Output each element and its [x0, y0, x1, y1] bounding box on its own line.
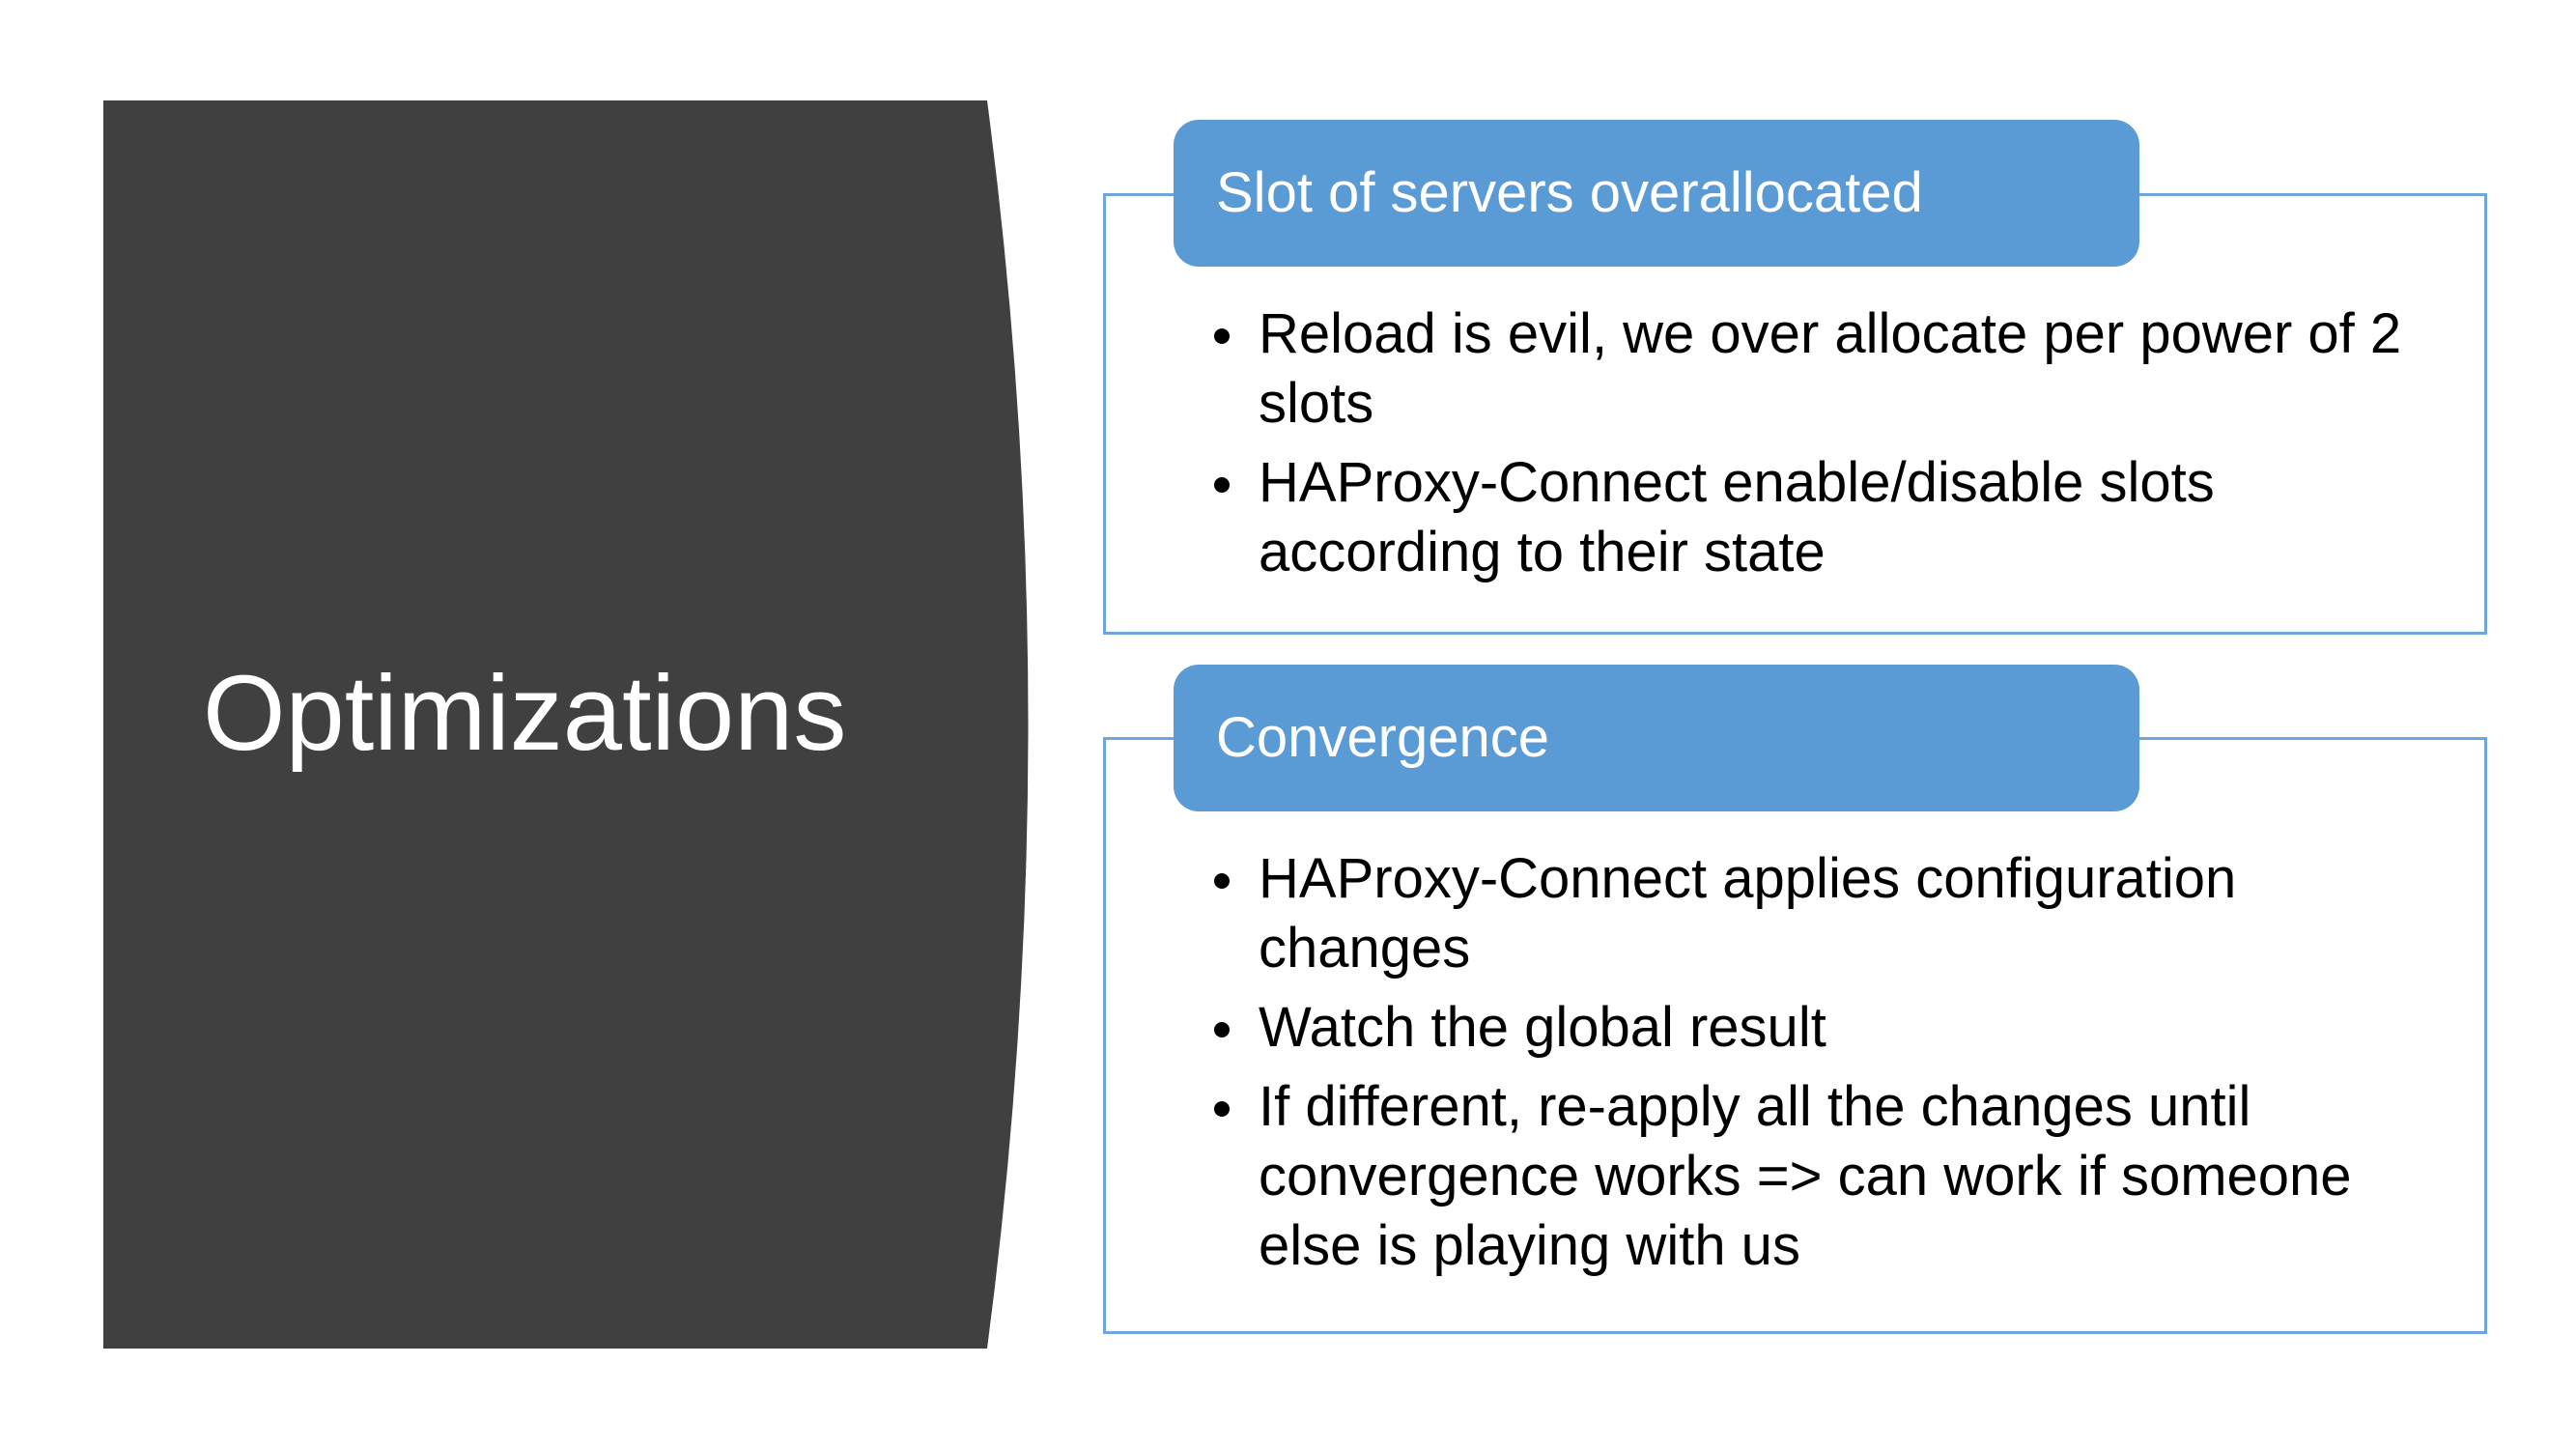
- bullet-text: HAProxy-Connect enable/disable slots acc…: [1259, 451, 2215, 583]
- bullet-text: Reload is evil, we over allocate per pow…: [1259, 302, 2402, 435]
- list-item: HAProxy-Connect applies configuration ch…: [1214, 844, 2450, 983]
- bullet-dot-icon: [1214, 1022, 1230, 1037]
- section-header-slots: Slot of servers overallocated: [1174, 120, 2139, 267]
- list-item: Watch the global result: [1214, 993, 2450, 1063]
- bullet-text: Watch the global result: [1259, 996, 1826, 1059]
- list-item: Reload is evil, we over allocate per pow…: [1214, 299, 2450, 439]
- section-box-convergence: [1103, 737, 2487, 1334]
- bullet-text: If different, re-apply all the changes u…: [1259, 1075, 2352, 1277]
- bullet-list-convergence: HAProxy-Connect applies configuration ch…: [1214, 844, 2450, 1291]
- list-item: HAProxy-Connect enable/disable slots acc…: [1214, 448, 2450, 587]
- title-panel-shape: [103, 100, 1029, 1349]
- bullet-dot-icon: [1214, 477, 1230, 493]
- section-box-slots: [1103, 193, 2487, 635]
- title-panel: Optimizations: [103, 100, 1069, 1349]
- section-header-convergence: Convergence: [1174, 665, 2139, 811]
- bullet-dot-icon: [1214, 328, 1230, 344]
- bullet-dot-icon: [1214, 1101, 1230, 1117]
- bullet-dot-icon: [1214, 873, 1230, 889]
- list-item: If different, re-apply all the changes u…: [1214, 1072, 2450, 1281]
- slide-title: Optimizations: [203, 654, 847, 773]
- bullet-list-slots: Reload is evil, we over allocate per pow…: [1214, 299, 2450, 597]
- bullet-text: HAProxy-Connect applies configuration ch…: [1259, 847, 2237, 980]
